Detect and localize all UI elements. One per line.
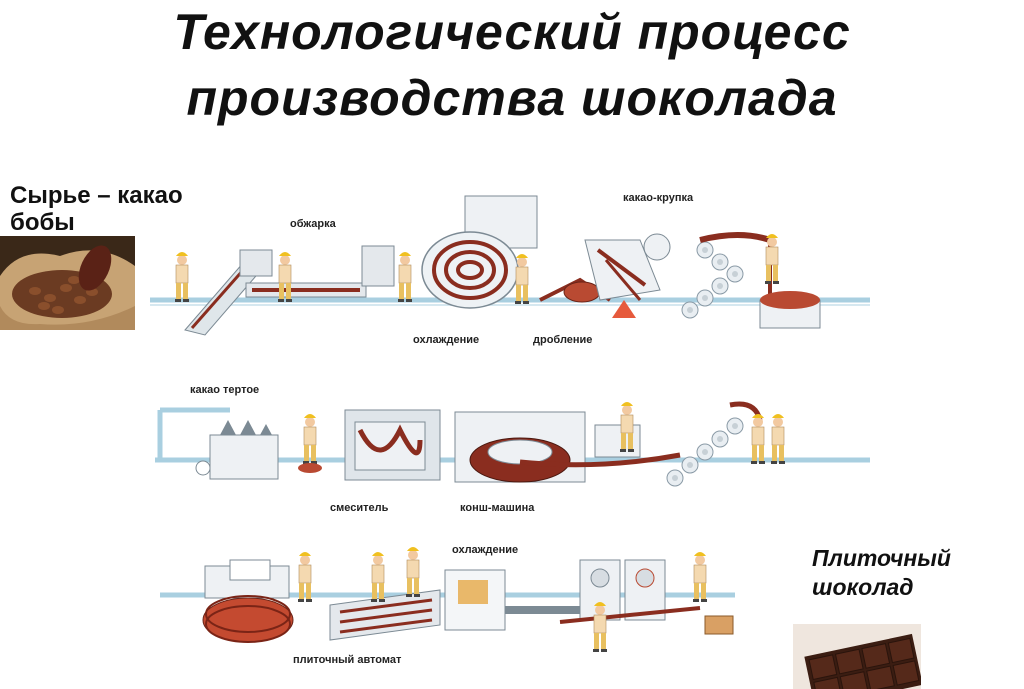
- label-cooling-row3: охлаждение: [452, 544, 519, 556]
- cocoa-beans-photo: [0, 236, 135, 330]
- label-bar-machine: плиточный автомат: [293, 654, 402, 666]
- row1-line: [150, 195, 870, 336]
- label-crushing: дробление: [533, 334, 593, 346]
- label-cooling-row1: охлаждение: [413, 334, 480, 346]
- label-cocoa-liquor: какао тертое: [190, 384, 260, 396]
- row2-line: [155, 401, 870, 487]
- label-cocoa-nibs: какао-крупка: [623, 192, 694, 204]
- page-title-line1: Технологический процесс: [173, 4, 851, 60]
- label-conche: конш-машина: [460, 502, 535, 514]
- row1-rollers: [681, 241, 744, 319]
- raw-material-label: Сырье – какао бобы: [10, 182, 183, 236]
- final-product-label: Плиточный шоколад: [812, 545, 951, 600]
- chocolate-bar-photo: [793, 624, 921, 689]
- label-mixer: смеситель: [330, 502, 389, 514]
- page-title-line2: производства шоколада: [186, 70, 838, 126]
- label-roasting: обжарка: [290, 218, 336, 230]
- row2-rollers: [666, 417, 744, 487]
- row3-line: [160, 546, 735, 653]
